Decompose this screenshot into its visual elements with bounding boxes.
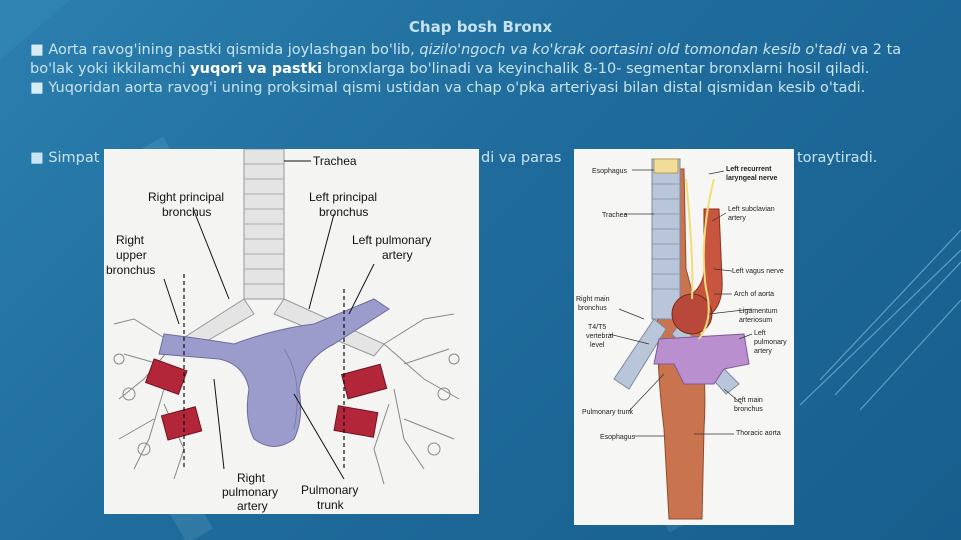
label-esophagus-top: Esophagus [592, 168, 628, 175]
p1-text-italic: qizilo'ngoch va ko'krak oortasini old to… [419, 42, 847, 58]
label-esophagus-bottom: Esophagus [600, 434, 636, 441]
mediastinum-illustration: Esophagus Trachea Left recurrent larynge… [576, 158, 787, 520]
label-left-pulm-1: Left [754, 330, 766, 337]
label-left-main-2: bronchus [734, 406, 763, 413]
bullet-square-icon: ■ [30, 150, 44, 166]
label-left-pulm-artery-1: Left pulmonary [352, 233, 431, 247]
nerve-lines [685, 178, 715, 340]
label-right-main-1: Right main [576, 296, 610, 303]
label-pulm-trunk-2: trunk [317, 498, 345, 512]
label-t4-2: vertebral [586, 333, 614, 340]
p1-text-a: Aorta ravog'ining pastki qismida joylash… [48, 42, 415, 58]
paragraph-1: ■ Aorta ravog'ining pastki qismida joyla… [30, 41, 910, 79]
slide-body: ■ Aorta ravog'ining pastki qismida joyla… [30, 41, 910, 98]
pulmonary-vein-shapes [144, 358, 388, 441]
paragraph-3-end: toraytiradi. [797, 150, 878, 166]
label-left-pulm-artery-2: artery [382, 248, 413, 262]
label-right-main-2: bronchus [578, 305, 607, 312]
label-t4-3: level [590, 342, 605, 349]
label-right-upper-3: bronchus [106, 263, 155, 277]
pulmonary-trunk-shape [653, 333, 750, 385]
bronchi-anatomy-figure: Trachea Right principal bronchus Left pr… [104, 149, 479, 514]
p1-text-e: bronxlarga bo'linadi va keyinchalik 8-10… [326, 61, 870, 77]
label-right-principal-2: bronchus [162, 205, 211, 219]
label-right-upper-2: upper [116, 248, 147, 262]
label-left-principal-1: Left principal [309, 190, 377, 204]
label-right-upper-1: Right [116, 233, 145, 247]
label-left-vagus: Left vagus nerve [732, 268, 784, 275]
label-right-pulm-artery-2: pulmonary [222, 485, 278, 499]
label-arch-aorta: Arch of aorta [734, 291, 774, 298]
label-left-recurrent-1: Left recurrent [726, 166, 772, 173]
bullet-square-icon: ■ [30, 42, 44, 58]
bronchi-illustration: Trachea Right principal bronchus Left pr… [106, 149, 460, 513]
label-left-principal-2: bronchus [319, 205, 368, 219]
label-left-recurrent-2: laryngeal nerve [726, 175, 777, 182]
bronchial-tree [113, 313, 460, 485]
label-left-pulm-3: artery [754, 348, 772, 355]
slide-title: Chap bosh Bronx [408, 18, 553, 36]
label-thoracic-aorta: Thoracic aorta [736, 430, 781, 437]
p1-text-bold: yuqori va pastki [190, 61, 323, 77]
label-trachea: Trachea [313, 154, 357, 168]
label-left-main-1: Left main [734, 397, 763, 404]
paragraph-2: ■ Yuqoridan aorta ravog'i uning proksima… [30, 79, 910, 98]
label-pulm-trunk-1: Pulmonary [301, 483, 358, 497]
label-left-subclavian-1: Left subclavian [728, 206, 775, 213]
leader-lines [608, 169, 753, 437]
label-right-pulm-artery-3: artery [237, 499, 268, 513]
label-ligamentum-2: arteriosum [739, 317, 772, 324]
paragraph-3-middle: di va paras [481, 150, 562, 166]
p1-text-c: va 2 ta bo'lak yoki ikkilamchi [30, 42, 902, 77]
pulmonary-artery-shape [158, 298, 390, 447]
p3-start-text: Simpat [48, 150, 100, 166]
mediastinum-anatomy-figure: Esophagus Trachea Left recurrent larynge… [574, 149, 794, 525]
leader-lines [163, 160, 375, 480]
label-trachea: Trachea [602, 212, 628, 219]
label-pulm-trunk: Pulmonary trunk [582, 409, 633, 416]
p2-text: Yuqoridan aorta ravog'i uning proksimal … [48, 80, 866, 96]
bullet-square-icon: ■ [30, 80, 44, 96]
label-right-principal-1: Right principal [148, 190, 224, 204]
paragraph-3-start: ■ Simpat [30, 150, 99, 166]
label-t4-1: T4/T5 [588, 324, 606, 331]
label-left-pulm-2: pulmonary [754, 339, 787, 346]
label-left-subclavian-2: artery [728, 215, 746, 222]
label-ligamentum-1: Ligamentum [739, 308, 778, 315]
label-right-pulm-artery-1: Right [237, 471, 266, 485]
